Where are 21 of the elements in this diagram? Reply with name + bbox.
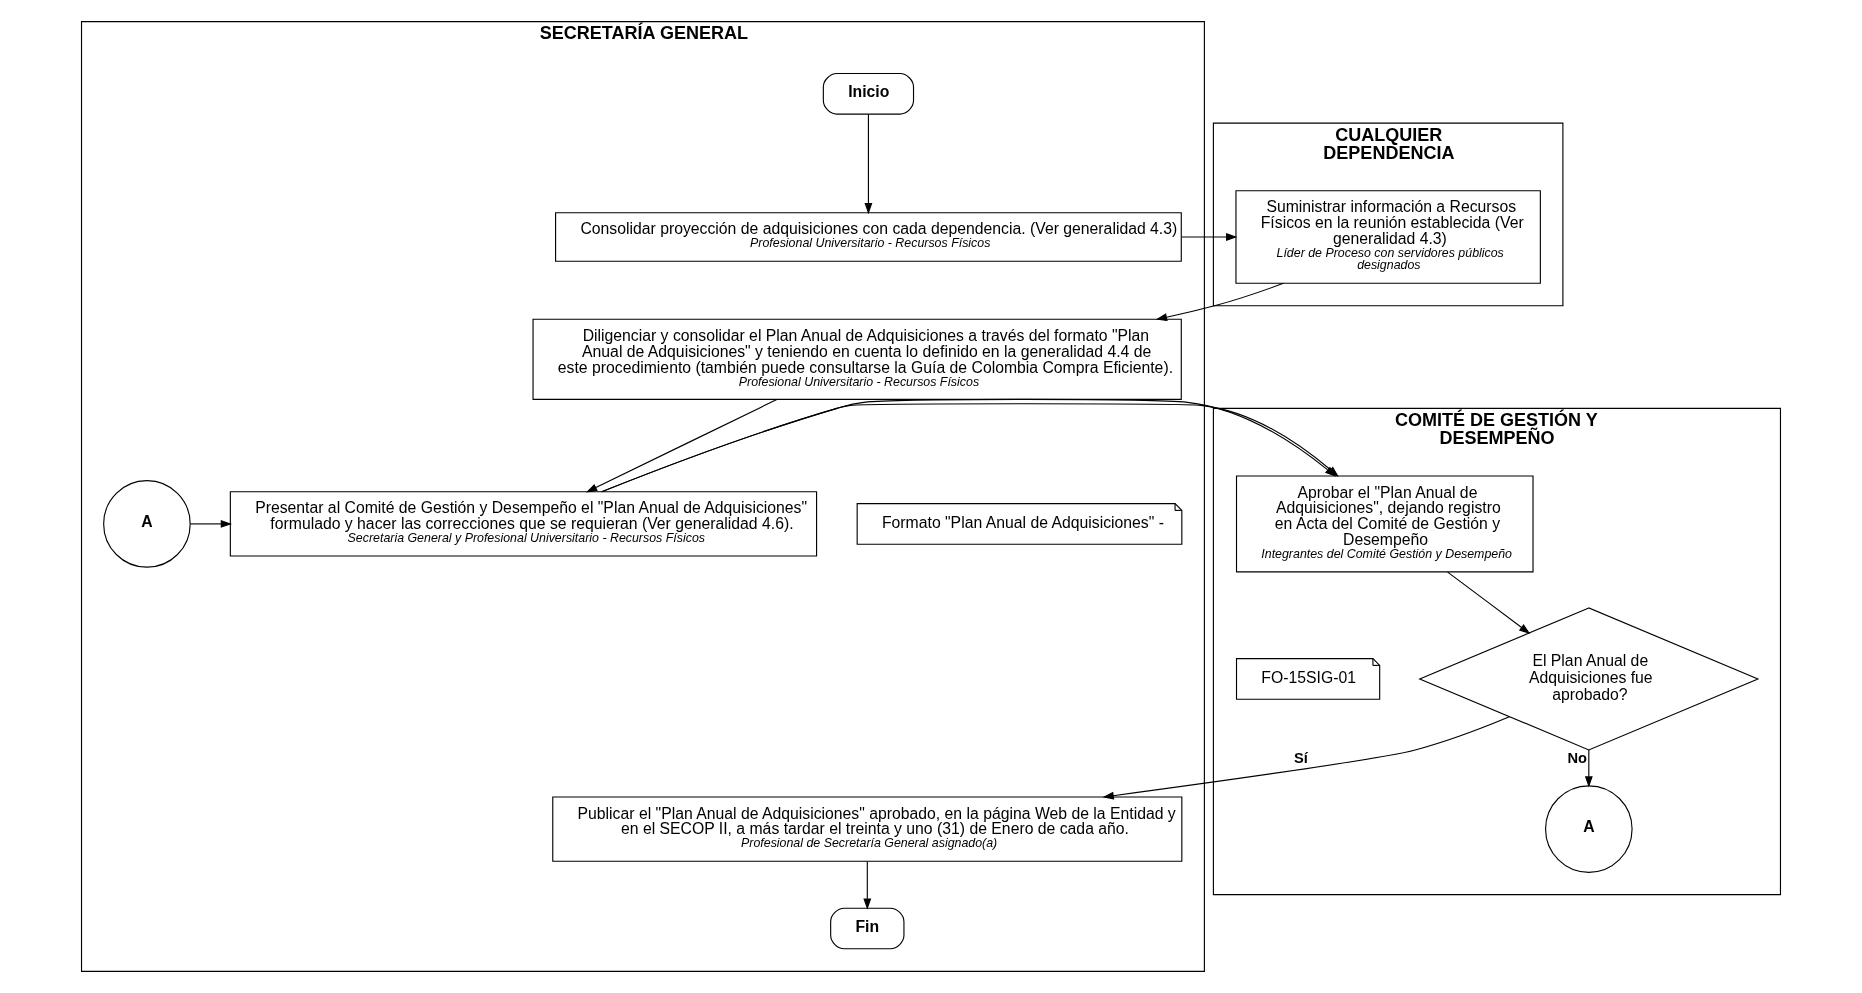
node-box: Inicio (822, 72, 915, 115)
node-box: Publicar el "Plan Anual de Adquisiciones" aprobado, en la página Web de la Entidad y en el SECOP II, a más tardar el treinta y uno (31) de Enero de cada año. Profesional de Secretaría General asignado(a) (552, 796, 1183, 862)
arrow (1584, 749, 1593, 788)
node-circle: A (1545, 785, 1633, 873)
arrow (864, 113, 873, 215)
edge-label: No (1567, 749, 1587, 766)
arrow (863, 860, 872, 910)
node-diamond: El Plan Anual de Adquisiciones fue aprobado? (1418, 607, 1760, 751)
arrow (1181, 233, 1238, 241)
node-circle: A (103, 480, 191, 568)
arrow (585, 398, 778, 493)
node-box: Suministrar información a Recursos Físicos en la reunión establecida (Ver generalidad 4.3) Líder de Proceso con servidores públicos designados (1235, 190, 1541, 284)
arrow (1102, 716, 1510, 800)
node-box: Aprobar el "Plan Anual de Adquisiciones", dejando registro en Acta del Comité de Gestión y Desempeño Integrantes del Comité Gestión y Desempeño (1235, 475, 1534, 573)
node-box: Fin (830, 907, 905, 950)
node-box: Consolidar proyección de adquisiciones con cada dependencia. (Ver generalidad 4.3) Profesional Universitario - Recursos Físicos (555, 212, 1182, 262)
edge-label: Sí (1293, 750, 1308, 767)
arrow (189, 519, 233, 528)
node-box: Presentar al Comité de Gestión y Desempeño el "Plan Anual de Adquisiciones" formulado y hacer las correcciones que se requieran (Ver generalidad 4.6). Secretaria General y Profesional Universitario - Recursos Físicos (229, 491, 818, 557)
arrow (1447, 571, 1531, 634)
node-box: Diligenciar y consolidar el Plan Anual de Adquisiciones a través del formato "Plan Anual de Adquisiciones" y teniendo en cuenta lo definido en la generalidad 4.4 de este procedimiento (también puede consultarse la Guía de Colombia Compra Eficiente). Profesional Universitario - Recursos Físicos (532, 318, 1182, 400)
